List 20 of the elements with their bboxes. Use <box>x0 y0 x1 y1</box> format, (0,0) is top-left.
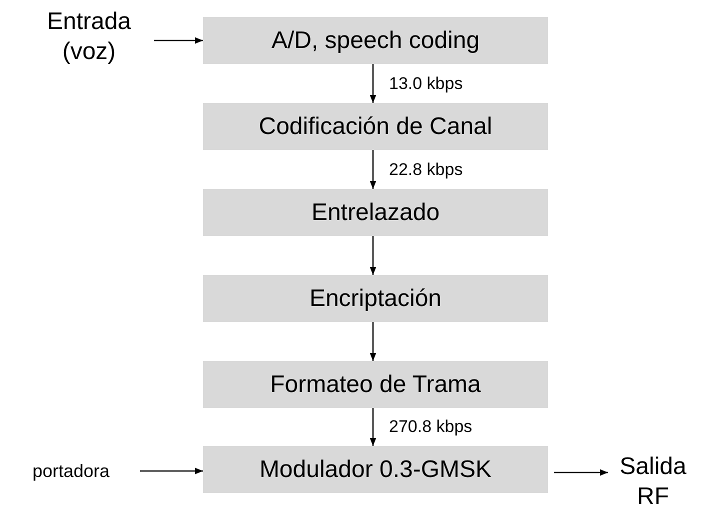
process-box: Modulador 0.3-GMSK <box>203 446 548 493</box>
arrow <box>154 37 203 44</box>
process-box: Encriptación <box>203 275 548 322</box>
edge-label: 270.8 kbps <box>389 418 472 435</box>
arrow <box>370 322 376 361</box>
text-label: Salida RF <box>608 452 698 512</box>
arrow <box>370 64 376 103</box>
process-box: A/D, speech coding <box>203 17 548 64</box>
process-box: Codificación de Canal <box>203 103 548 150</box>
process-box: Entrelazado <box>203 189 548 236</box>
arrow <box>370 236 376 275</box>
arrow <box>370 408 376 446</box>
arrow <box>554 469 608 476</box>
text-label: portadora <box>8 457 134 485</box>
process-box: Formateo de Trama <box>203 361 548 408</box>
edge-label: 13.0 kbps <box>389 74 463 92</box>
arrow <box>370 150 376 189</box>
text-label: Entrada (voz) <box>30 8 148 66</box>
arrow <box>140 468 203 474</box>
edge-label: 22.8 kbps <box>389 160 463 178</box>
